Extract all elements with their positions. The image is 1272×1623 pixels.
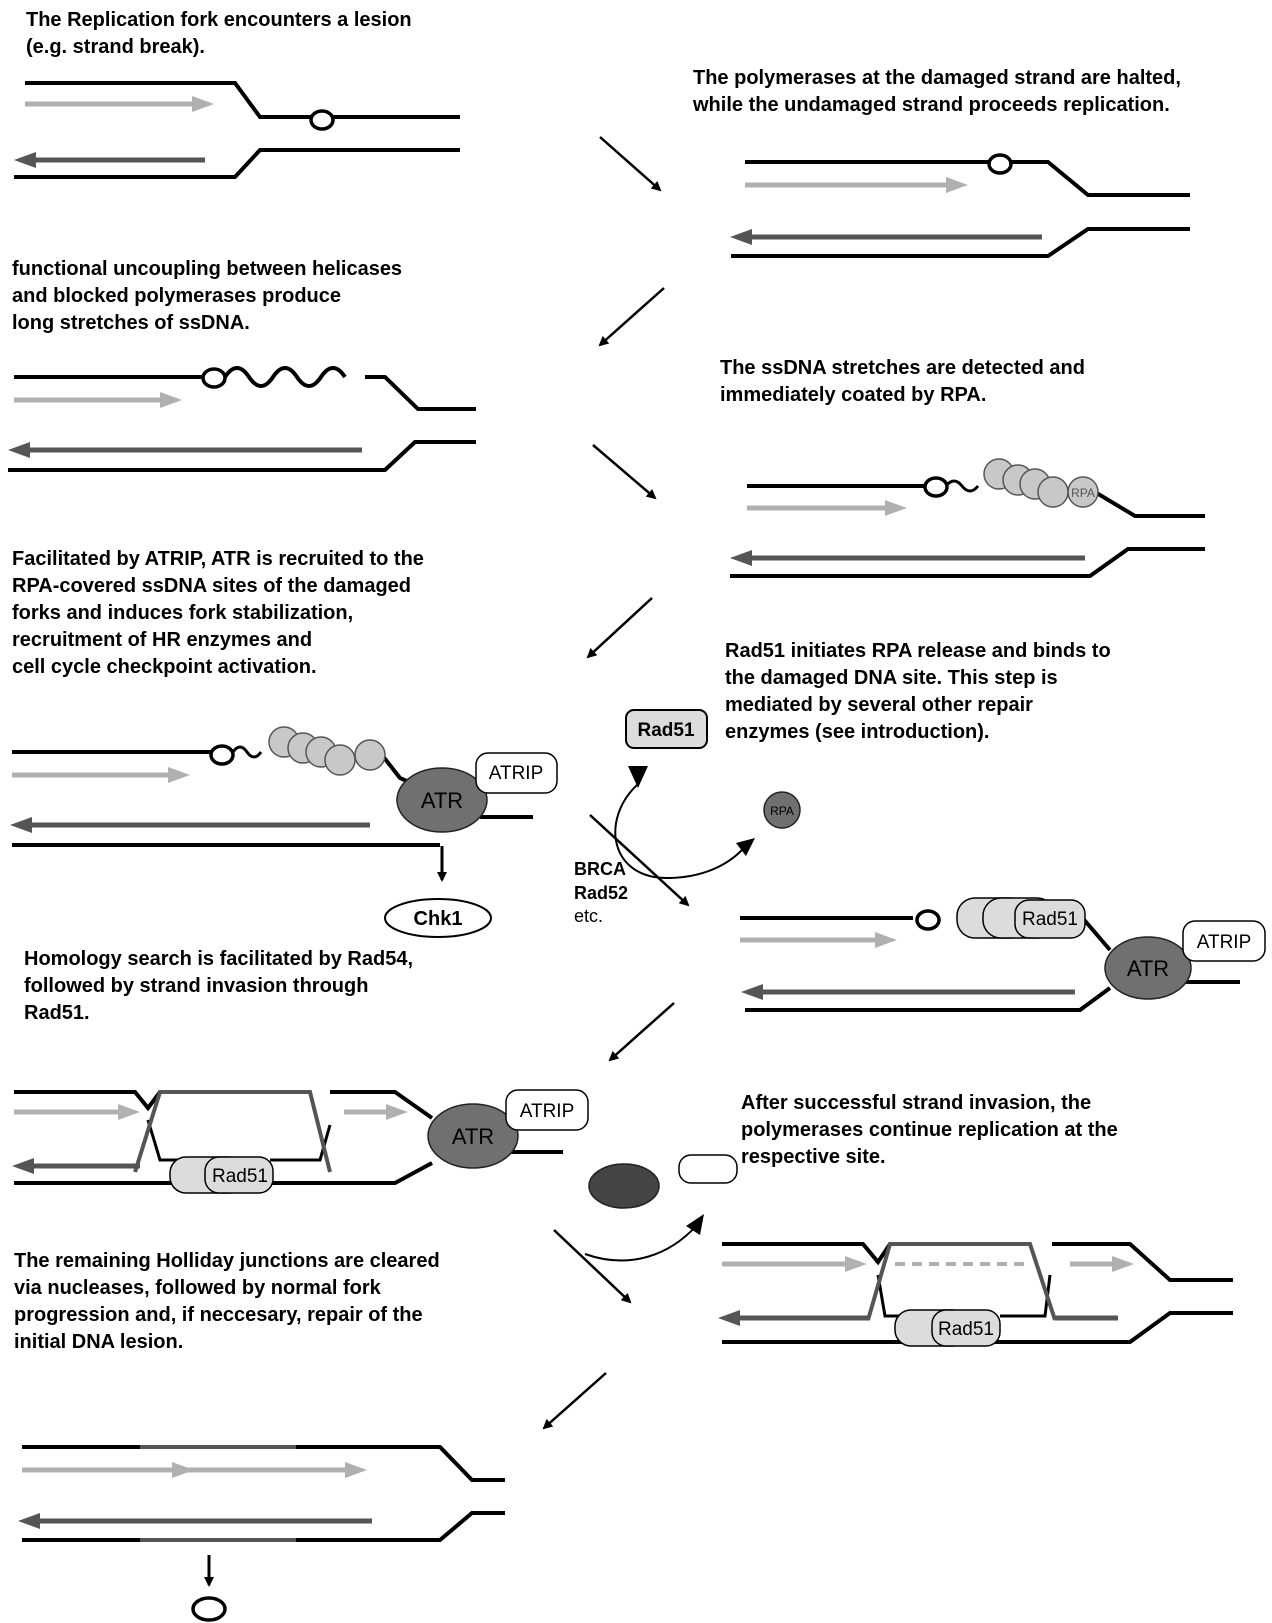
- atr-release-transition: [585, 1155, 737, 1261]
- rad52-label: Rad52: [574, 883, 628, 903]
- step-arrow-icon: [610, 1003, 674, 1060]
- excised-lesion-icon: [193, 1598, 225, 1620]
- rpa-label: RPA: [1071, 486, 1095, 500]
- lagging-arrow-icon: [8, 442, 30, 458]
- atrip-label: ATRIP: [1197, 932, 1252, 953]
- etc-label: etc.: [574, 906, 603, 926]
- released-atr-icon: [589, 1164, 659, 1208]
- lesion-icon: [989, 155, 1011, 173]
- lesion-icon: [925, 478, 947, 496]
- fork-panel-6: Rad51 ATR ATRIP: [740, 898, 1265, 1010]
- rad51-label: Rad51: [637, 720, 694, 741]
- step-arrow-icon: [600, 288, 664, 345]
- rad51-transition: Rad51 RPA BRCA Rad52 etc.: [574, 710, 800, 926]
- leading-arrow-icon: [168, 767, 190, 783]
- chk1-label: Chk1: [414, 908, 463, 930]
- lesion-icon: [211, 746, 233, 764]
- leading-arrow-icon: [160, 392, 182, 408]
- fork-panel-3: [8, 368, 476, 470]
- leading-arrow-icon: [386, 1104, 408, 1120]
- fork-panel-2: [730, 155, 1190, 256]
- atr-label: ATR: [452, 1124, 494, 1149]
- rad51-filament-label: Rad51: [1022, 909, 1078, 930]
- leading-arrow-icon: [946, 177, 968, 193]
- lagging-arrow-icon: [12, 1158, 34, 1174]
- leading-arrow-icon: [845, 1256, 867, 1272]
- leading-arrow-icon: [172, 1462, 194, 1478]
- fork-panel-8: Rad51: [718, 1244, 1233, 1346]
- lagging-arrow-icon: [730, 229, 752, 245]
- rad51-filament-label: Rad51: [938, 1319, 994, 1340]
- lagging-arrow-icon: [741, 984, 763, 1000]
- leading-arrow-icon: [885, 500, 907, 516]
- atrip-label: ATRIP: [489, 763, 544, 784]
- lesion-icon: [311, 111, 333, 129]
- step-arrow-icon: [544, 1373, 606, 1428]
- step-arrow-icon: [588, 598, 652, 657]
- brca-label: BRCA: [574, 859, 626, 879]
- step-arrows: [544, 137, 688, 1428]
- rad51-filament-label: Rad51: [212, 1166, 268, 1187]
- rad51-arrow-icon: [628, 766, 648, 788]
- fork-panel-9: [18, 1447, 505, 1620]
- released-atrip-icon: [679, 1155, 737, 1183]
- atr-label: ATR: [1127, 956, 1169, 981]
- step-arrow-icon: [600, 137, 660, 190]
- fork-panel-1: [14, 83, 460, 177]
- curved-arrow-icon: [686, 1214, 704, 1235]
- leading-arrow-icon: [875, 932, 897, 948]
- lesion-icon: [203, 369, 225, 387]
- step-arrow-icon: [593, 445, 655, 498]
- fork-panel-5: ATR ATRIP Chk1: [10, 727, 557, 937]
- lagging-arrow-icon: [730, 550, 752, 566]
- atr-label: ATR: [421, 788, 463, 813]
- lesion-icon: [917, 911, 939, 929]
- fork-panel-4: RPA: [730, 459, 1205, 576]
- leading-arrow-icon: [345, 1462, 367, 1478]
- rpa-protein-icon: [325, 745, 355, 775]
- leading-arrow-icon: [118, 1104, 140, 1120]
- fork-panel-7: Rad51 ATR ATRIP: [12, 1090, 588, 1193]
- atrip-label: ATRIP: [520, 1101, 575, 1122]
- leading-arrow-icon: [192, 96, 214, 112]
- lagging-arrow-icon: [14, 152, 36, 168]
- rpa-protein-icon: [355, 740, 385, 770]
- rpa-protein-icon: [1038, 477, 1068, 507]
- lagging-arrow-icon: [718, 1310, 740, 1326]
- lagging-arrow-icon: [10, 817, 32, 833]
- leading-arrow-icon: [1112, 1256, 1134, 1272]
- step-arrow-icon: [554, 1230, 630, 1302]
- lagging-arrow-icon: [18, 1513, 40, 1529]
- rpa-released-label: RPA: [770, 804, 794, 818]
